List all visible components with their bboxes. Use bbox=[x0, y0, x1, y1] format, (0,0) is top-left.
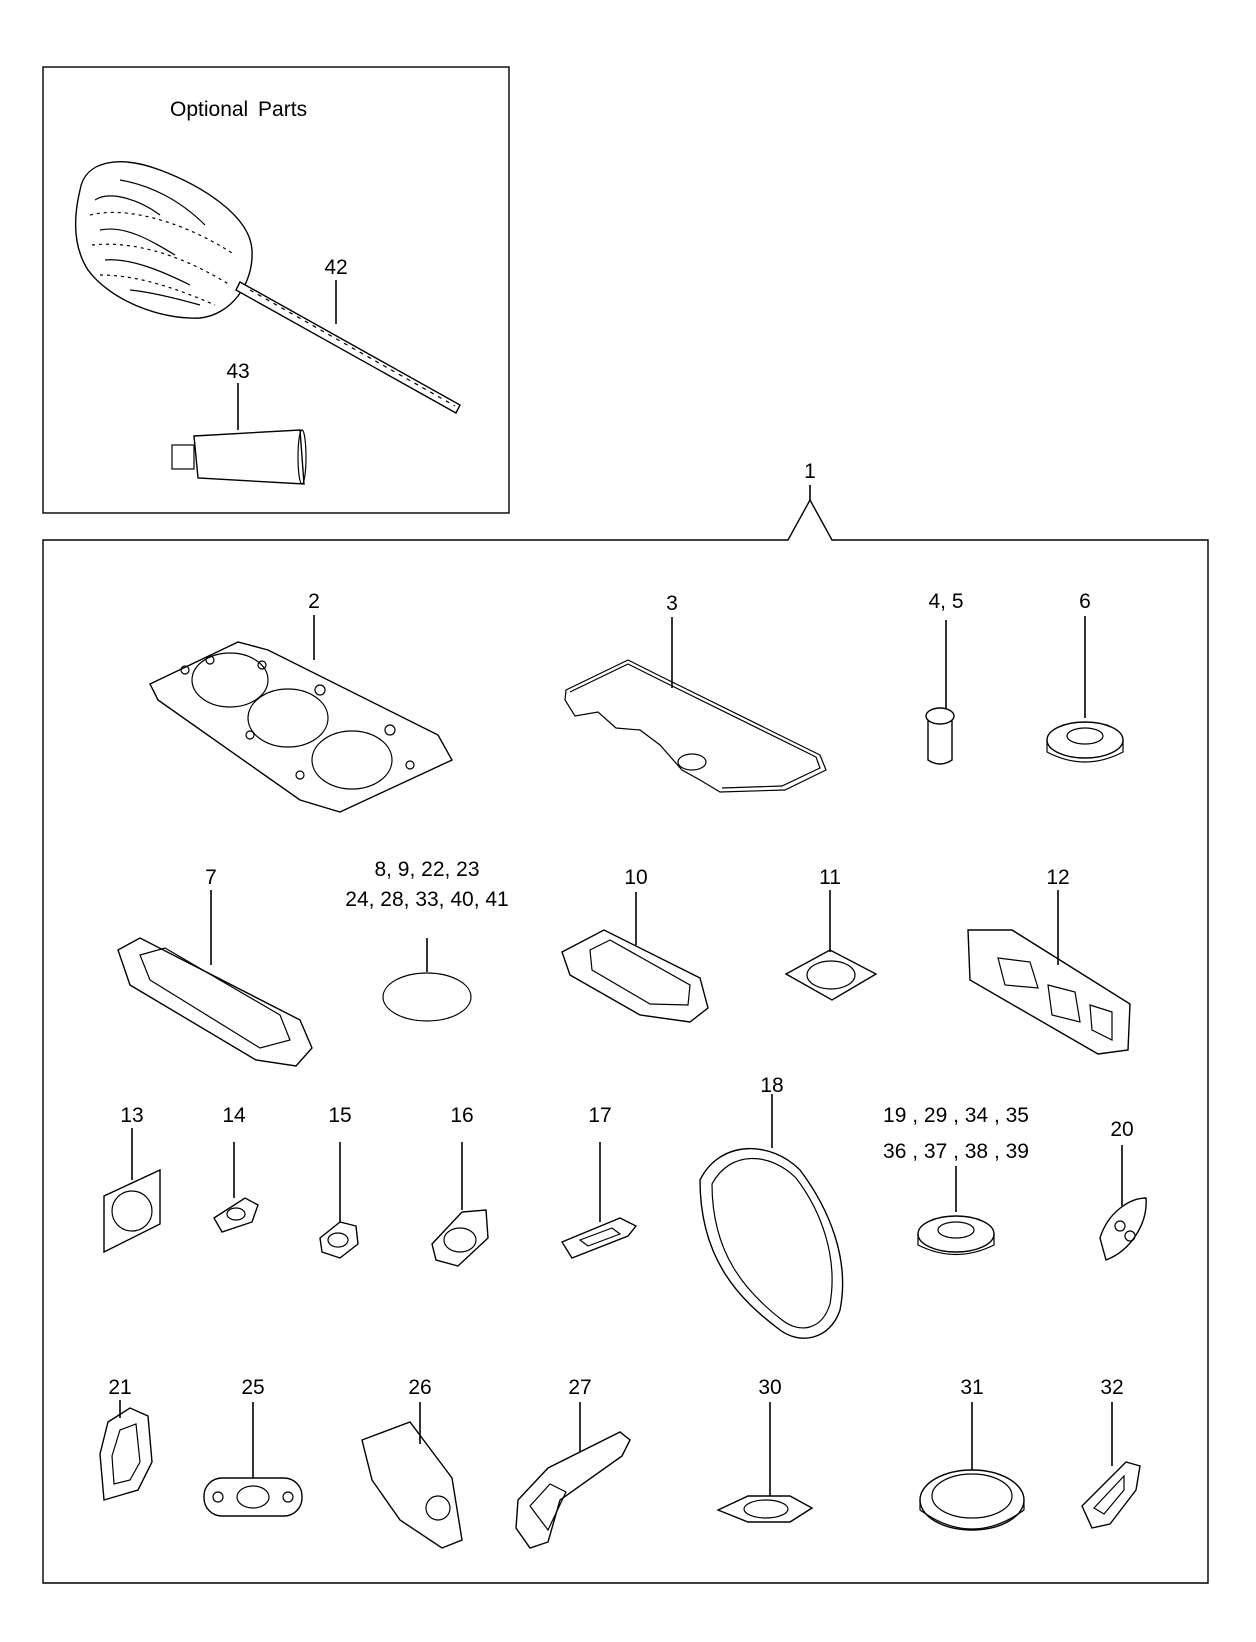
gasket-part-25 bbox=[203, 1402, 303, 1517]
gasket-part-10 bbox=[561, 892, 709, 1023]
part-label-10: 10 bbox=[624, 866, 648, 889]
brush-part-42 bbox=[74, 161, 461, 414]
gasket-part-27 bbox=[515, 1402, 631, 1549]
part-label-3: 3 bbox=[666, 592, 678, 615]
gasket-kit-frame bbox=[42, 498, 1209, 1584]
part-label-15: 15 bbox=[328, 1104, 352, 1127]
part-label-18: 18 bbox=[760, 1074, 784, 1097]
part-label-4-5: 4, 5 bbox=[928, 590, 964, 613]
part-label-17: 17 bbox=[588, 1104, 612, 1127]
gasket-part-18 bbox=[699, 1094, 844, 1339]
gasket-part-17 bbox=[560, 1142, 638, 1259]
gasket-part-26 bbox=[361, 1402, 463, 1549]
sealant-tube-part-43 bbox=[171, 383, 307, 485]
cover-gasket-part-3 bbox=[564, 617, 827, 793]
part-label-32: 32 bbox=[1100, 1376, 1124, 1399]
part-label-27: 27 bbox=[568, 1376, 592, 1399]
part-label-30: 30 bbox=[758, 1376, 782, 1399]
part-label-19-group-line2: 36 , 37 , 38 , 39 bbox=[883, 1140, 1029, 1163]
part-label-6: 6 bbox=[1079, 590, 1091, 613]
gasket-part-15 bbox=[319, 1142, 359, 1259]
gasket-part-16 bbox=[431, 1142, 489, 1267]
part-label-8-group-line1: 8, 9, 22, 23 bbox=[374, 858, 480, 881]
part-label-7: 7 bbox=[205, 866, 217, 889]
seal-ring-part-19 bbox=[917, 1166, 995, 1256]
head-gasket-part-2 bbox=[149, 615, 453, 813]
gasket-part-13 bbox=[103, 1128, 161, 1254]
seal-ring-part-6 bbox=[1046, 616, 1124, 763]
part-label-8-group-line2: 24, 28, 33, 40, 41 bbox=[345, 888, 509, 911]
part-label-14: 14 bbox=[222, 1104, 246, 1127]
gasket-part-11 bbox=[784, 890, 878, 1001]
gasket-part-30 bbox=[716, 1402, 814, 1523]
part-label-13: 13 bbox=[120, 1104, 144, 1127]
part-label-12: 12 bbox=[1046, 866, 1070, 889]
part-label-1: 1 bbox=[804, 460, 816, 483]
part-label-20: 20 bbox=[1110, 1118, 1134, 1141]
gasket-part-32 bbox=[1081, 1402, 1141, 1529]
part-label-11: 11 bbox=[819, 866, 841, 889]
optional-parts-title: Optional Parts bbox=[170, 98, 308, 121]
part-label-31: 31 bbox=[960, 1376, 984, 1399]
part-label-21: 21 bbox=[108, 1376, 132, 1399]
part-label-16: 16 bbox=[450, 1104, 474, 1127]
o-ring-part-8 bbox=[382, 938, 472, 1022]
part-label-43: 43 bbox=[226, 360, 250, 383]
gasket-part-7 bbox=[117, 890, 313, 1067]
gasket-part-20 bbox=[1099, 1145, 1147, 1261]
part-label-42: 42 bbox=[324, 256, 348, 279]
part-label-2: 2 bbox=[308, 590, 320, 613]
gasket-part-12 bbox=[967, 890, 1131, 1055]
valve-seal-part-4-5 bbox=[925, 620, 955, 765]
optional-parts-frame bbox=[42, 66, 510, 514]
part-label-25: 25 bbox=[241, 1376, 265, 1399]
part-label-19-group-line1: 19 , 29 , 34 , 35 bbox=[883, 1104, 1029, 1127]
gasket-part-21 bbox=[99, 1400, 153, 1501]
seal-ring-part-31 bbox=[919, 1402, 1025, 1531]
part-label-26: 26 bbox=[408, 1376, 432, 1399]
gasket-part-14 bbox=[213, 1142, 259, 1233]
